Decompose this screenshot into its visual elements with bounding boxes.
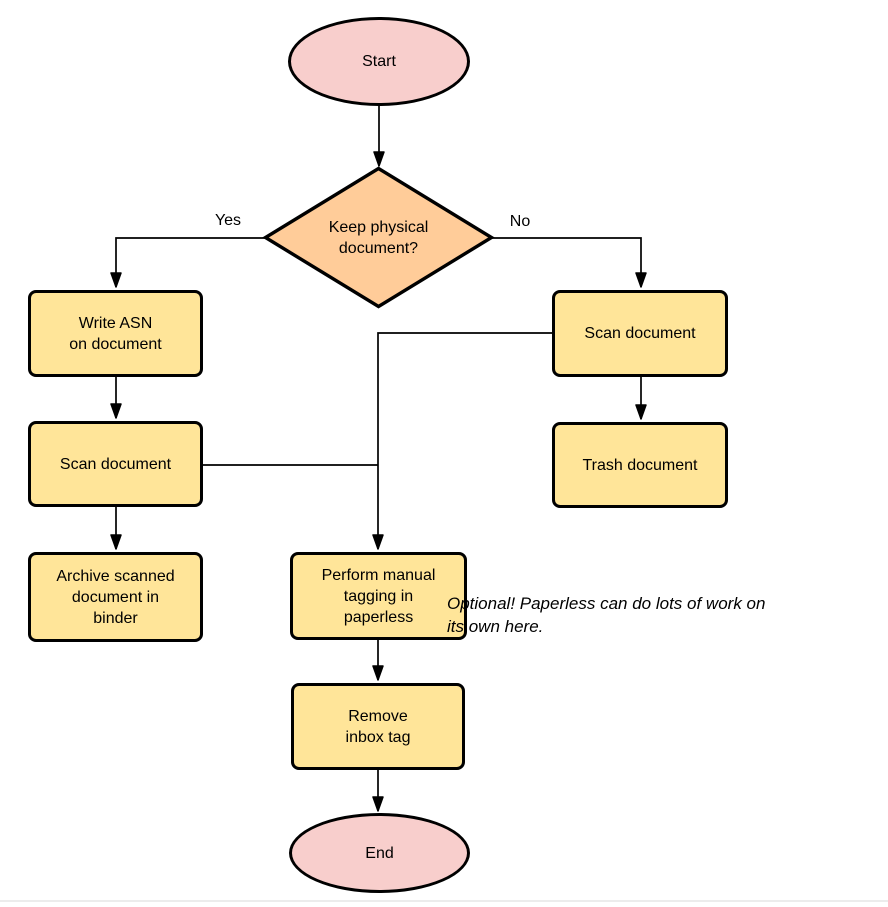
node-trash-document-label: Trash document [582, 456, 698, 474]
node-remove-inbox-tag-label: Remove inbox tag [345, 707, 411, 746]
node-scan-document-right-label: Scan document [584, 325, 696, 342]
node-archive-document-label: Archive scanned document in binder [56, 567, 175, 627]
decision-shape [262, 166, 495, 309]
footer-divider [0, 900, 888, 902]
node-trash-document: Trash document [552, 422, 728, 508]
node-start-label: Start [362, 53, 396, 70]
edge-label-yes: Yes [214, 212, 242, 229]
node-manual-tagging: Perform manual tagging in paperless [290, 552, 467, 640]
node-scan-document-right: Scan document [552, 290, 728, 377]
node-write-asn-label: Write ASN on document [69, 314, 162, 353]
node-write-asn: Write ASN on document [28, 290, 203, 377]
edge-label-no: No [509, 213, 531, 230]
node-manual-tagging-label: Perform manual tagging in paperless [321, 566, 436, 626]
node-archive-document: Archive scanned document in binder [28, 552, 203, 642]
node-remove-inbox-tag: Remove inbox tag [291, 683, 465, 770]
node-end: End [289, 813, 470, 893]
node-end-label: End [365, 844, 394, 862]
annotation-optional-note: Optional! Paperless can do lots of work … [447, 594, 766, 636]
node-start: Start [288, 17, 470, 106]
edge-scan-right-to-tagging [372, 332, 552, 550]
edge-decision-no-to-scan-right [492, 237, 647, 288]
node-decision-label: Keep physical document? [328, 218, 429, 257]
edge-decision-yes-to-write-asn [110, 237, 265, 288]
node-scan-document-left-label: Scan document [59, 455, 172, 473]
node-scan-document-left: Scan document [28, 421, 203, 507]
node-decision: Keep physical document? [278, 215, 479, 260]
